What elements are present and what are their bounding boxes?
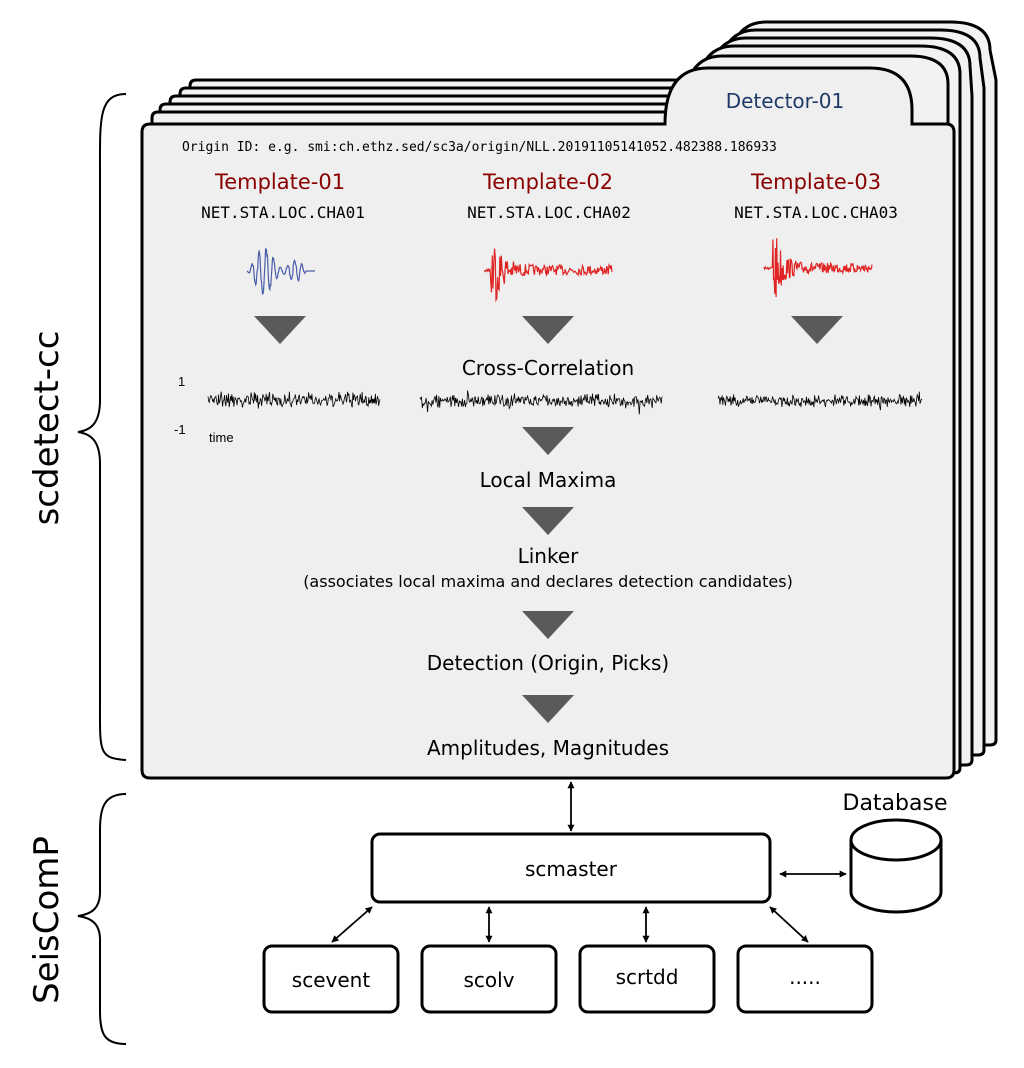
- database-icon[interactable]: [849, 818, 943, 914]
- scevent-label: scevent: [292, 968, 371, 992]
- template-03-stream: NET.STA.LOC.CHA03: [734, 203, 898, 222]
- seiscomp-label: SeisComP: [27, 836, 67, 1004]
- down-arrow-icon: [522, 427, 574, 455]
- down-arrow-icon: [522, 507, 574, 535]
- scdetect-label: scdetect-cc: [27, 331, 67, 526]
- template-02-waveform: [483, 248, 613, 303]
- more-modules-box[interactable]: [736, 944, 874, 1014]
- template-01-title: Template-01: [214, 170, 345, 194]
- template-03-waveform: [763, 238, 873, 298]
- cc-axis-top-label: 1: [178, 374, 185, 389]
- scrtdd-label: scrtdd: [616, 965, 679, 989]
- template-01-stream: NET.STA.LOC.CHA01: [201, 203, 365, 222]
- down-arrow-icon: [791, 316, 843, 344]
- template-03-title: Template-03: [750, 170, 881, 194]
- down-arrow-icon: [254, 316, 306, 344]
- cc-axis-bottom-label: -1: [174, 422, 186, 437]
- scolv-label: scolv: [463, 968, 514, 992]
- scevent-box[interactable]: [262, 944, 400, 1014]
- scmaster-box[interactable]: [370, 832, 772, 904]
- flow-arrows: [254, 316, 843, 723]
- down-arrow-icon: [522, 695, 574, 723]
- more-modules-label: .....: [789, 965, 821, 989]
- detector-panel: [140, 66, 956, 780]
- template-02-title: Template-02: [482, 170, 613, 194]
- detector-tab-label[interactable]: Detector-01: [726, 89, 845, 113]
- down-arrow-icon: [522, 316, 574, 344]
- local-maxima-label: Local Maxima: [480, 468, 617, 492]
- scdetect-brace: [77, 93, 127, 761]
- cc-trace-02: [419, 390, 663, 415]
- database-label: Database: [843, 791, 948, 816]
- scrtdd-box[interactable]: [578, 944, 716, 1014]
- scmaster-label: scmaster: [525, 857, 618, 881]
- cc-trace-03: [717, 391, 923, 411]
- cc-axis-time-label: time: [209, 430, 234, 445]
- scolv-box[interactable]: [420, 944, 558, 1014]
- seiscomp-brace: [77, 793, 127, 1045]
- linker-note: (associates local maxima and declares de…: [303, 572, 793, 591]
- amplitudes-label: Amplitudes, Magnitudes: [427, 736, 669, 760]
- detection-label: Detection (Origin, Picks): [427, 651, 669, 675]
- cc-trace-01: [207, 391, 381, 409]
- master-scevent-connector: [331, 906, 373, 943]
- down-arrow-icon: [522, 611, 574, 639]
- origin-id-text: Origin ID: e.g. smi:ch.ethz.sed/sc3a/ori…: [182, 140, 777, 155]
- linker-label: Linker: [518, 544, 580, 568]
- master-more-connector: [769, 906, 809, 943]
- template-02-stream: NET.STA.LOC.CHA02: [467, 203, 631, 222]
- cross-correlation-label: Cross-Correlation: [462, 356, 634, 380]
- template-01-waveform: [246, 247, 315, 295]
